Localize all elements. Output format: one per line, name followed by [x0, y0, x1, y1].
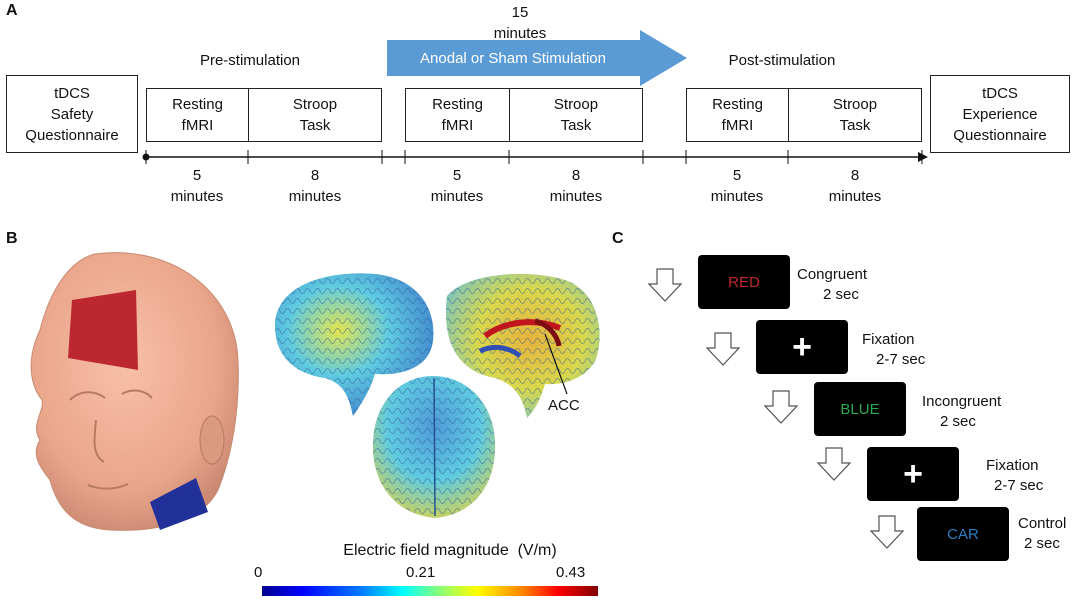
- trial-name: Congruent: [797, 266, 868, 283]
- duration-8-min: 8 minutes: [549, 167, 603, 205]
- duration-5-min: 5 minutes: [430, 167, 484, 205]
- trial-label: Congruent 2 sec: [797, 265, 867, 305]
- cathode-electrode: [150, 478, 208, 530]
- down-arrow-icon: [870, 515, 904, 549]
- panel-a-letter: A: [6, 2, 18, 19]
- anode-electrode: [68, 290, 138, 370]
- experience-questionnaire-text: tDCS Experience Questionnaire: [953, 84, 1047, 144]
- panel-c-letter: C: [612, 230, 624, 247]
- trial-duration: 2 sec: [940, 413, 976, 430]
- trial-label: Fixation 2-7 sec: [862, 330, 925, 370]
- timeline-arrowhead: [918, 152, 928, 162]
- down-arrow-icon: [706, 332, 740, 366]
- stroop-task-cell: Stroop Task: [832, 96, 878, 134]
- trial-name: Fixation: [986, 457, 1039, 474]
- stimulus-word: BLUE: [840, 400, 880, 418]
- trial-label: Incongruent 2 sec: [922, 392, 1001, 432]
- stimulus-screen-fixation: +: [756, 320, 848, 374]
- colorbar-title: Electric field magnitude (V/m): [343, 542, 557, 559]
- stroop-task-cell: Stroop Task: [292, 96, 338, 134]
- duration-8-min: 8 minutes: [288, 167, 342, 205]
- trial-name: Control: [1018, 515, 1067, 532]
- pre-stimulation-label: Pre-stimulation: [199, 52, 301, 69]
- trial-duration: 2-7 sec: [876, 351, 926, 368]
- safety-questionnaire-text: tDCS Safety Questionnaire: [25, 84, 119, 144]
- fixation-cross: +: [792, 327, 812, 366]
- head-model-illustration: [30, 252, 239, 531]
- resting-fmri-cell: Resting fMRI: [406, 89, 510, 141]
- lateral-brain-view: [275, 273, 434, 416]
- stimulus-screen-incongruent: BLUE: [814, 382, 906, 436]
- colorbar: [262, 586, 598, 596]
- colorbar-max-label: 0.43: [556, 564, 586, 581]
- stimulation-arrow-shape: [387, 30, 687, 86]
- during-stim-block: Resting fMRI Stroop Task: [405, 88, 643, 142]
- acc-pointer-line: [544, 333, 568, 395]
- stroop-task-cell: Stroop Task: [553, 96, 599, 134]
- resting-fmri-cell: Resting fMRI: [687, 89, 789, 141]
- trial-name: Fixation: [862, 331, 915, 348]
- colorbar-mid-label: 0.21: [406, 564, 436, 581]
- post-stim-block: Resting fMRI Stroop Task: [686, 88, 922, 142]
- stimulation-duration-label: 15 minutes: [493, 4, 547, 42]
- stimulus-word: CAR: [947, 525, 979, 543]
- stimulus-screen-congruent: RED: [698, 255, 790, 309]
- experience-questionnaire-box: tDCS Experience Questionnaire: [930, 75, 1070, 153]
- trial-duration: 2 sec: [1024, 535, 1060, 552]
- stimulation-arrow-label: Anodal or Sham Stimulation: [420, 50, 606, 67]
- trial-duration: 2-7 sec: [994, 477, 1044, 494]
- down-arrow-icon: [817, 447, 851, 481]
- resting-fmri-cell: Resting fMRI: [147, 89, 249, 141]
- stimulus-word: RED: [728, 273, 760, 291]
- trial-name: Incongruent: [922, 393, 1002, 410]
- fixation-cross: +: [903, 454, 923, 493]
- trial-duration: 2 sec: [823, 286, 859, 303]
- timeline-axis: [142, 150, 928, 164]
- medial-brain-view: [445, 273, 600, 418]
- stimulus-screen-fixation: +: [867, 447, 959, 501]
- trial-label: Control 2 sec: [1018, 514, 1066, 554]
- panel-b-letter: B: [6, 230, 18, 247]
- duration-5-min: 5 minutes: [710, 167, 764, 205]
- duration-8-min: 8 minutes: [828, 167, 882, 205]
- acc-label: ACC: [548, 397, 580, 414]
- safety-questionnaire-box: tDCS Safety Questionnaire: [6, 75, 138, 153]
- down-arrow-icon: [648, 268, 682, 302]
- dorsal-brain-view: [372, 376, 496, 518]
- stimulus-screen-control: CAR: [917, 507, 1009, 561]
- down-arrow-icon: [764, 390, 798, 424]
- post-stimulation-label: Post-stimulation: [728, 52, 836, 69]
- stimulation-arrow: Anodal or Sham Stimulation: [387, 30, 687, 86]
- duration-5-min: 5 minutes: [170, 167, 224, 205]
- colorbar-min-label: 0: [254, 564, 263, 581]
- brain-models-illustration: [275, 273, 600, 518]
- pre-stim-block: Resting fMRI Stroop Task: [146, 88, 382, 142]
- trial-label: Fixation 2-7 sec: [980, 456, 1043, 496]
